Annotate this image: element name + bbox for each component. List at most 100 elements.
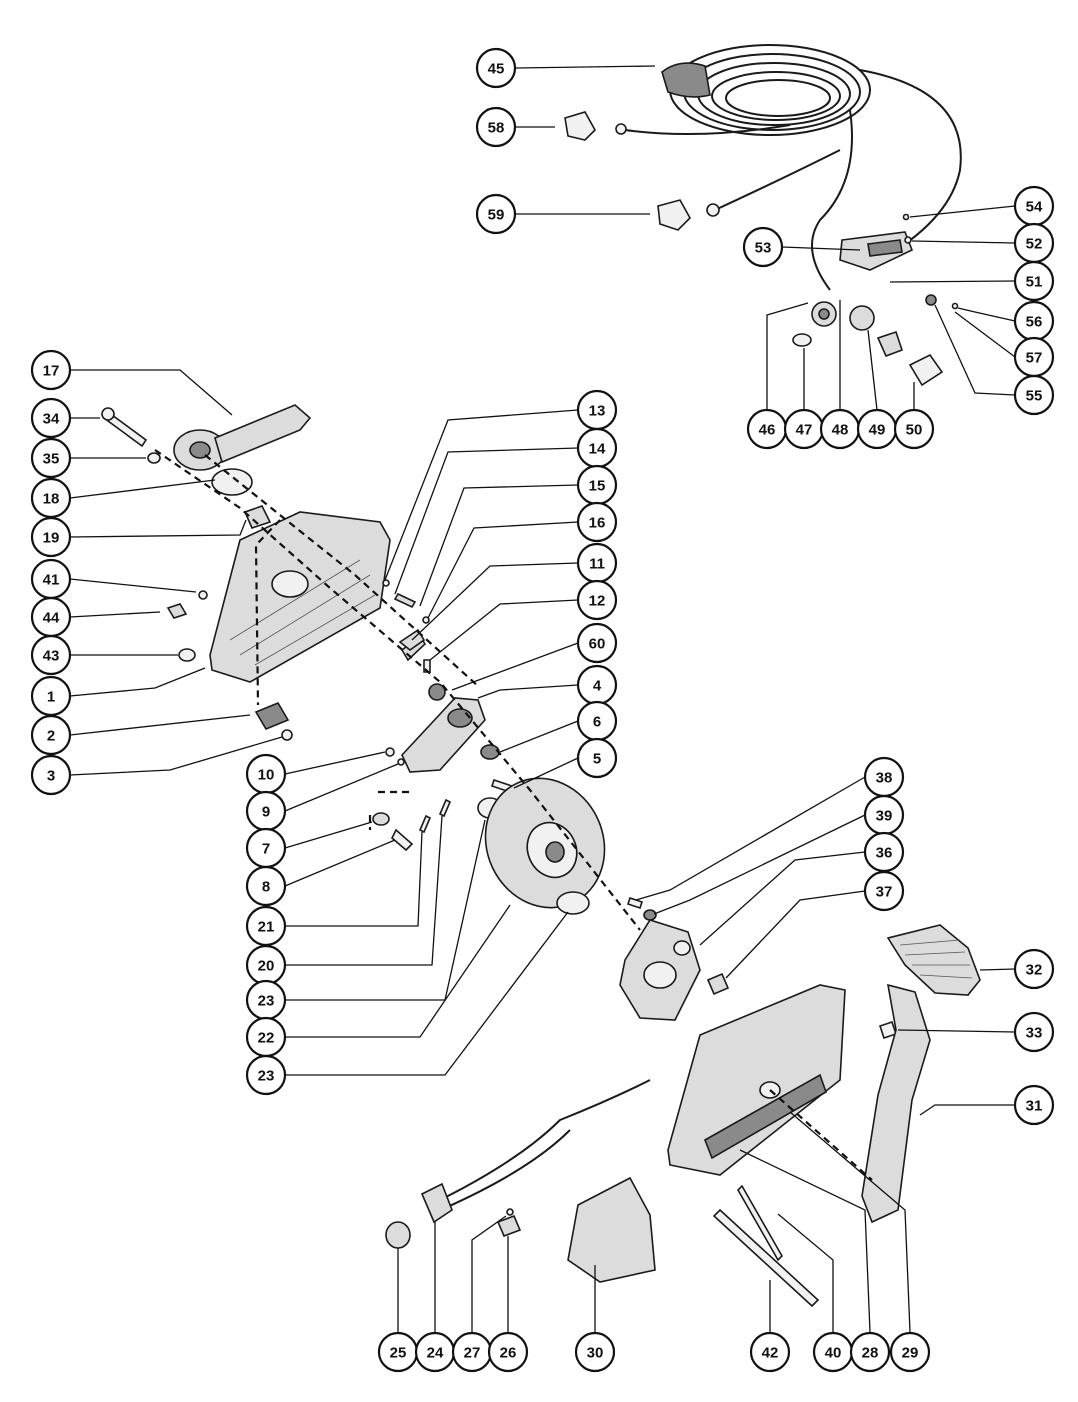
callout-15: 15 (576, 464, 618, 506)
callout-number: 59 (488, 207, 505, 224)
callout-number: 21 (258, 919, 275, 936)
callout-36: 36 (863, 831, 905, 873)
callout-14: 14 (576, 427, 618, 469)
callout-number: 10 (258, 767, 275, 784)
callout-circle (30, 349, 72, 391)
callout-57: 57 (1013, 336, 1055, 378)
callout-50: 50 (893, 408, 935, 450)
part-19-bushing (243, 505, 272, 529)
callout-44: 44 (30, 596, 72, 638)
callout-20: 20 (245, 944, 287, 986)
callout-number: 34 (43, 411, 60, 428)
callout-number: 44 (43, 610, 60, 627)
callout-16: 16 (576, 501, 618, 543)
callout-number: 57 (1026, 350, 1043, 367)
callout-number: 25 (390, 1345, 407, 1362)
callout-number: 7 (262, 841, 270, 858)
callout-number: 15 (589, 478, 606, 495)
callout-46: 46 (746, 408, 788, 450)
callout-53: 53 (742, 226, 784, 268)
callout-number: 24 (427, 1345, 444, 1362)
part-26-block (496, 1214, 522, 1238)
callout-circle (30, 634, 72, 676)
part-13-ball (382, 579, 390, 587)
callout-circle (574, 1331, 616, 1373)
callout-circle (245, 1054, 287, 1096)
part-21-pin (418, 814, 432, 834)
callout-number: 27 (464, 1345, 481, 1362)
callout-leader-lines (69, 65, 1016, 1333)
callout-23b: 23 (245, 1054, 287, 1096)
part-17-control-handle (173, 404, 312, 471)
part-10-ball (385, 747, 395, 757)
callout-number: 9 (262, 804, 270, 821)
callout-circle (30, 437, 72, 479)
callout-circle (475, 47, 517, 89)
callout-45: 45 (475, 47, 517, 89)
callout-54: 54 (1013, 185, 1055, 227)
callout-23a: 23 (245, 979, 287, 1021)
callout-number: 40 (825, 1345, 842, 1362)
callout-31: 31 (1013, 1084, 1055, 1126)
callout-number: 35 (43, 451, 60, 468)
part-60-bushing (428, 683, 446, 701)
callout-number: 3 (47, 768, 55, 785)
callout-number: 4 (593, 678, 602, 695)
callout-number: 46 (759, 422, 776, 439)
callout-circle (1013, 948, 1055, 990)
callout-circle (1013, 1011, 1055, 1053)
callout-number: 19 (43, 530, 60, 547)
callout-11: 11 (576, 542, 618, 584)
part-36-shift-plate (619, 919, 701, 1021)
part-30-cover-plate (567, 1176, 656, 1283)
callout-number: 50 (906, 422, 923, 439)
callout-21: 21 (245, 905, 287, 947)
callout-number: 56 (1026, 314, 1043, 331)
callout-circle (30, 397, 72, 439)
callout-number: 51 (1026, 274, 1043, 291)
part-9-ball (397, 758, 405, 766)
part-6-washer (480, 744, 500, 760)
callout-number: 20 (258, 958, 275, 975)
callout-number: 16 (589, 515, 606, 532)
callout-60: 60 (576, 622, 618, 664)
callout-32: 32 (1013, 948, 1055, 990)
callout-34: 34 (30, 397, 72, 439)
part-32-handle-grip (886, 924, 981, 996)
callout-number: 5 (593, 751, 601, 768)
callout-number: 33 (1026, 1025, 1043, 1042)
callout-number: 17 (43, 363, 60, 380)
part-18-o-ring (211, 468, 253, 496)
callout-2: 2 (30, 714, 72, 756)
part-22-throttle-cam (484, 777, 606, 909)
callout-48: 48 (819, 408, 861, 450)
callout-circle (849, 1331, 891, 1373)
callout-27: 27 (451, 1331, 493, 1373)
callout-3: 3 (30, 754, 72, 796)
callout-circle (576, 622, 618, 664)
callout-18: 18 (30, 477, 72, 519)
callout-number: 28 (862, 1345, 879, 1362)
callout-4: 4 (576, 664, 618, 706)
callout-circle (1013, 1084, 1055, 1126)
part-35-washer (147, 452, 161, 464)
callout-1: 1 (30, 675, 72, 717)
part-ignition-switch-assembly (792, 213, 959, 387)
callout-30: 30 (574, 1331, 616, 1373)
assembly-dashed-lines (154, 449, 873, 1181)
callout-number: 49 (869, 422, 886, 439)
callout-number: 55 (1026, 388, 1043, 405)
callout-number: 54 (1026, 199, 1043, 216)
callout-number: 31 (1026, 1098, 1043, 1115)
callout-7: 7 (245, 827, 287, 869)
callout-number: 52 (1026, 236, 1043, 253)
callout-number: 26 (500, 1345, 517, 1362)
callout-number: 13 (589, 403, 606, 420)
part-20-pin (438, 798, 452, 818)
callout-number: 60 (589, 636, 606, 653)
callout-35: 35 (30, 437, 72, 479)
callout-43: 43 (30, 634, 72, 676)
callout-59: 59 (475, 193, 517, 235)
callout-circle (30, 714, 72, 756)
part-25-bushing (385, 1221, 411, 1249)
